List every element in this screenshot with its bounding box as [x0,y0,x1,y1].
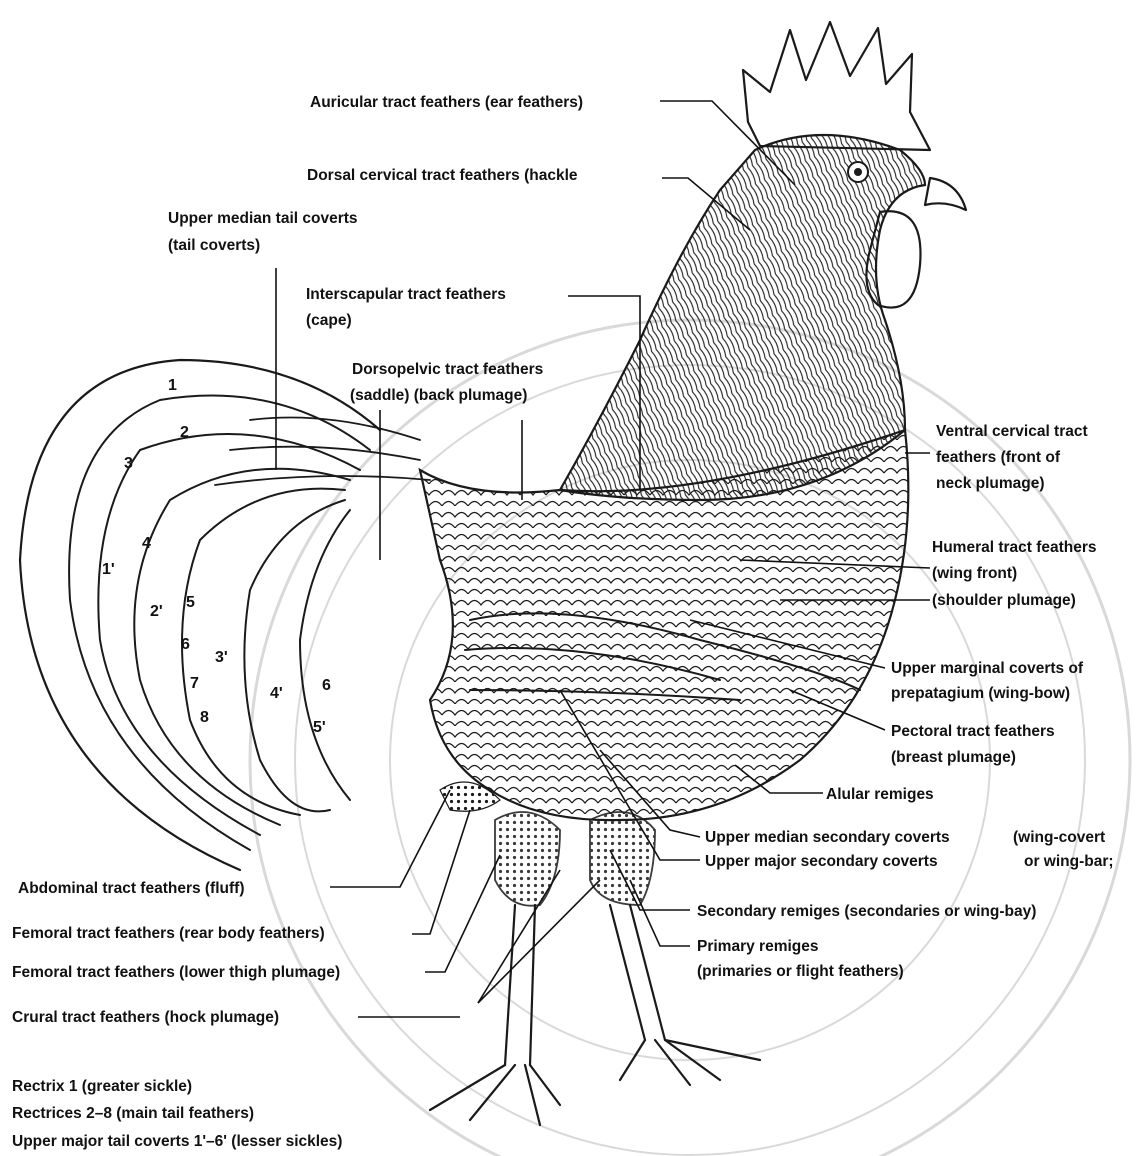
legend-item: Rectrices 2–8 (main tail feathers) [12,1105,254,1122]
tail-num-r4: 4 [142,535,151,552]
label-dorsal-cervical: Dorsal cervical tract feathers (hackle [307,167,578,184]
label-femoral-lower: Femoral tract feathers (lower thigh plum… [12,964,340,981]
label-wing-covert: (wing-covert [1013,829,1105,846]
legend: Rectrix 1 (greater sickle) Rectrices 2–8… [12,1078,342,1150]
label-pectoral: Pectoral tract feathers [891,723,1055,740]
tail-num-r3: 3 [124,455,133,472]
label-humeral: Humeral tract feathers [932,539,1097,556]
label-humeral-3: (shoulder plumage) [932,592,1076,609]
label-humeral-2: (wing front) [932,565,1017,582]
tail-num-r5: 5 [186,594,195,611]
label-upper-marginal: Upper marginal coverts of [891,660,1084,677]
label-primary-remiges-2: (primaries or flight feathers) [697,963,904,980]
comb [743,22,930,150]
label-upper-marginal-2: prepatagium (wing-bow) [891,685,1070,702]
label-secondary-remiges: Secondary remiges (secondaries or wing-b… [697,903,1036,920]
feet [430,1040,760,1125]
tail-num-r8: 8 [200,709,209,726]
tail-num-c5: 5' [313,719,326,736]
beak [925,178,966,210]
tail-num-c6: 6 [322,677,331,694]
tail-num-r1: 1 [168,377,177,394]
label-ventral-cervical: Ventral cervical tract [936,423,1088,440]
label-upper-median-tail: Upper median tail coverts [168,210,358,227]
tail-num-r6: 6 [181,636,190,653]
thigh-plumage [495,812,560,906]
label-ventral-cervical-2: feathers (front of [936,449,1061,466]
legend-item: Rectrix 1 (greater sickle) [12,1078,192,1095]
label-or-wing-bar: or wing-bar; [1024,853,1114,870]
label-interscapular-sub: (cape) [306,312,352,329]
label-pectoral-2: (breast plumage) [891,749,1016,766]
tail-num-c1: 1' [102,561,115,578]
tail-num-c2: 2' [150,603,163,620]
legend-item: Upper major tail coverts 1'–6' (lesser s… [12,1133,342,1150]
label-upper-median-secondary: Upper median secondary coverts [705,829,950,846]
label-femoral-rear: Femoral tract feathers (rear body feathe… [12,925,325,942]
label-abdominal: Abdominal tract feathers (fluff) [18,880,244,897]
tail-number-labels: 1 2 3 4 5 6 7 8 1' 2' 3' 4' 5' 6 [102,377,331,736]
tail-num-c4: 4' [270,685,283,702]
label-auricular: Auricular tract feathers (ear feathers) [310,94,583,111]
label-upper-major-secondary: Upper major secondary coverts [705,853,938,870]
label-dorsopelvic-sub: (saddle) (back plumage) [350,387,527,404]
label-ventral-cervical-3: neck plumage) [936,475,1045,492]
rooster-illustration [20,22,966,1125]
label-dorsopelvic: Dorsopelvic tract feathers [352,361,543,378]
label-primary-remiges: Primary remiges [697,938,819,955]
label-interscapular: Interscapular tract feathers [306,286,506,303]
label-upper-median-tail-sub: (tail coverts) [168,237,260,254]
body [420,430,908,820]
tail-num-r7: 7 [190,675,199,692]
label-alular: Alular remiges [826,786,934,803]
tail-num-r2: 2 [180,424,189,441]
tail-num-c3: 3' [215,649,228,666]
label-crural: Crural tract feathers (hock plumage) [12,1009,279,1026]
